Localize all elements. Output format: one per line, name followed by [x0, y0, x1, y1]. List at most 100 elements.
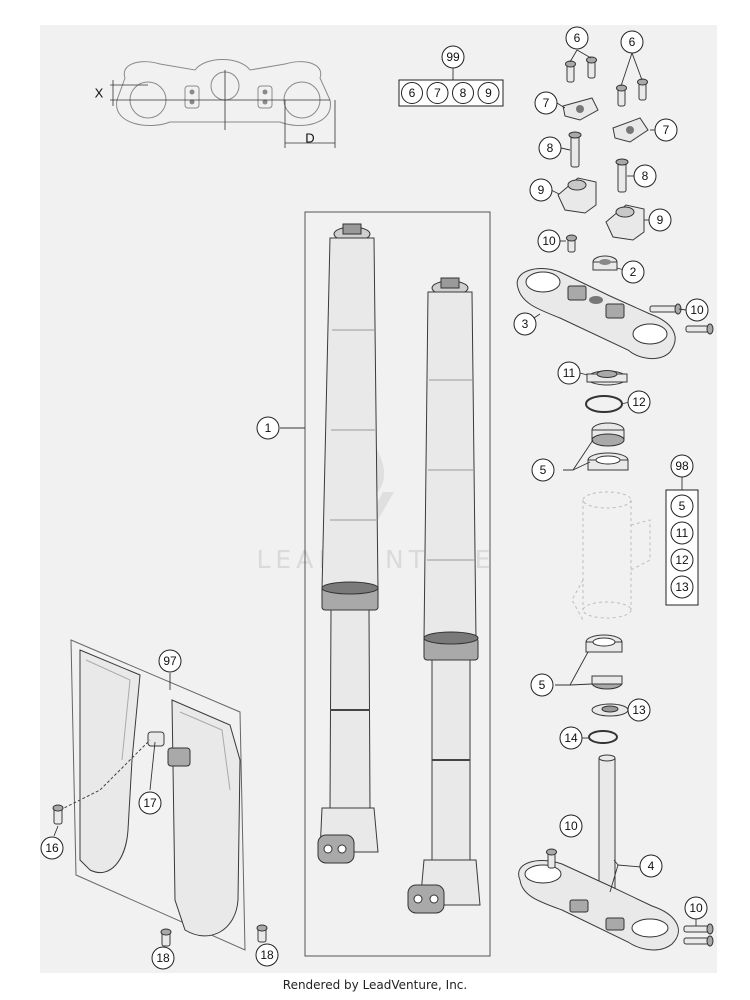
callout-7a: 7: [534, 91, 558, 115]
pinch-bolts-10-upper: [649, 303, 714, 335]
callout-9a: 9: [529, 178, 553, 202]
callout-99: 99: [441, 45, 465, 69]
dimension-x-label: X: [95, 86, 104, 101]
fork-leg-left: [317, 223, 379, 864]
seal-13: [591, 703, 629, 717]
kit-99-item: 6: [401, 82, 423, 104]
steering-head-outline: [571, 491, 651, 621]
dimension-d-label: D: [305, 131, 314, 146]
callout-label: 10: [564, 819, 578, 833]
callout-14: 14: [559, 726, 583, 750]
callout-label: 18: [156, 951, 170, 965]
kit-98-item-label: 12: [675, 553, 689, 567]
callout-8b: 8: [633, 164, 657, 188]
callout-label: 6: [629, 35, 636, 49]
bolt-10-lower: [546, 848, 557, 869]
callout-label: 8: [547, 141, 554, 155]
callout-label: 9: [538, 183, 545, 197]
callout-10b: 10: [685, 298, 709, 322]
pinch-bolts-10-lower: [683, 918, 714, 947]
kit-99-item-label: 8: [460, 86, 467, 100]
kit-99-item-label: 6: [409, 86, 416, 100]
callout-6a: 6: [565, 26, 589, 50]
lower-triple-clamp-4: [518, 754, 679, 951]
callout-label: 16: [45, 841, 59, 855]
callout-18b: 18: [255, 943, 279, 967]
kit-99-item-label: 7: [434, 86, 441, 100]
kit-98-item: 11: [670, 521, 694, 545]
callout-label: 11: [563, 366, 576, 380]
callout-label: 10: [542, 234, 556, 248]
triple-clamp-dimension-sketch: X D: [95, 59, 336, 148]
callout-17: 17: [138, 791, 162, 815]
callout-label: 9: [657, 213, 664, 227]
kit-99-item: 7: [426, 82, 449, 104]
callout-6b: 6: [620, 30, 644, 54]
upper-bearing-5: [563, 422, 629, 471]
callout-3: 3: [513, 312, 537, 336]
fork-guard-right: [171, 699, 241, 937]
callout-10c: 10: [559, 814, 583, 838]
callout-7b: 7: [654, 118, 678, 142]
handlebar-risers-9: [550, 177, 652, 241]
fork-leg-right: [407, 277, 481, 914]
handlebar-clamps-7: [556, 97, 657, 143]
kit-98-item-label: 5: [679, 499, 686, 513]
fork-assembly-1: [280, 211, 491, 957]
callout-label: 1: [265, 421, 272, 435]
callout-label: 10: [690, 303, 704, 317]
callout-98: 98: [670, 454, 694, 478]
footer-credit: Rendered by LeadVenture, Inc.: [282, 978, 468, 992]
kit-99-item: 9: [477, 82, 500, 104]
callout-label: 99: [446, 50, 460, 64]
guard-bracket: [167, 747, 191, 767]
callout-label: 3: [522, 317, 529, 331]
o-ring-14: [582, 730, 618, 744]
callout-label: 98: [675, 459, 689, 473]
fork-guard-left: [79, 649, 141, 873]
clamp-bolts-8: [560, 131, 635, 193]
callout-5b: 5: [530, 673, 554, 697]
upper-triple-clamp-3: [516, 268, 676, 359]
fork-guard-kit-97: [52, 639, 268, 951]
callout-label: 7: [543, 96, 550, 110]
callout-11: 11: [557, 361, 581, 385]
callout-5a: 5: [531, 458, 555, 482]
bolt-10-upper: [560, 234, 577, 253]
callout-97: 97: [158, 649, 182, 673]
clamp-bolts-6: [565, 49, 648, 107]
kit-99-item-label: 9: [485, 86, 492, 100]
callout-label: 5: [539, 678, 546, 692]
kit-98-item: 12: [670, 548, 694, 572]
callout-12: 12: [627, 390, 651, 414]
kit-98-item: 5: [670, 494, 694, 518]
callout-18a: 18: [151, 946, 175, 970]
kit-98-item: 13: [670, 575, 694, 599]
callout-9b: 9: [648, 208, 672, 232]
callout-label: 10: [689, 901, 703, 915]
callout-label: 13: [632, 703, 646, 717]
callout-8a: 8: [538, 136, 562, 160]
callout-10a: 10: [537, 229, 561, 253]
dust-seal-11: [579, 370, 628, 386]
callout-label: 12: [632, 395, 646, 409]
callout-label: 6: [574, 31, 581, 45]
callout-10d: 10: [684, 896, 708, 920]
kit-98-item-label: 13: [675, 580, 689, 594]
callout-1: 1: [256, 416, 280, 440]
callout-label: 7: [663, 123, 670, 137]
callout-label: 17: [143, 796, 157, 810]
callout-label: 14: [564, 731, 578, 745]
kit-99-item: 8: [452, 82, 474, 104]
callout-label: 4: [648, 859, 655, 873]
callout-label: 5: [540, 463, 547, 477]
callout-label: 8: [642, 169, 649, 183]
lower-bearing-5: [555, 634, 623, 690]
callout-label: 97: [163, 654, 177, 668]
callout-label: 18: [260, 948, 274, 962]
kit-98-item-label: 11: [676, 526, 689, 540]
callout-16: 16: [40, 836, 64, 860]
callout-4: 4: [639, 854, 663, 878]
callout-13: 13: [627, 698, 651, 722]
